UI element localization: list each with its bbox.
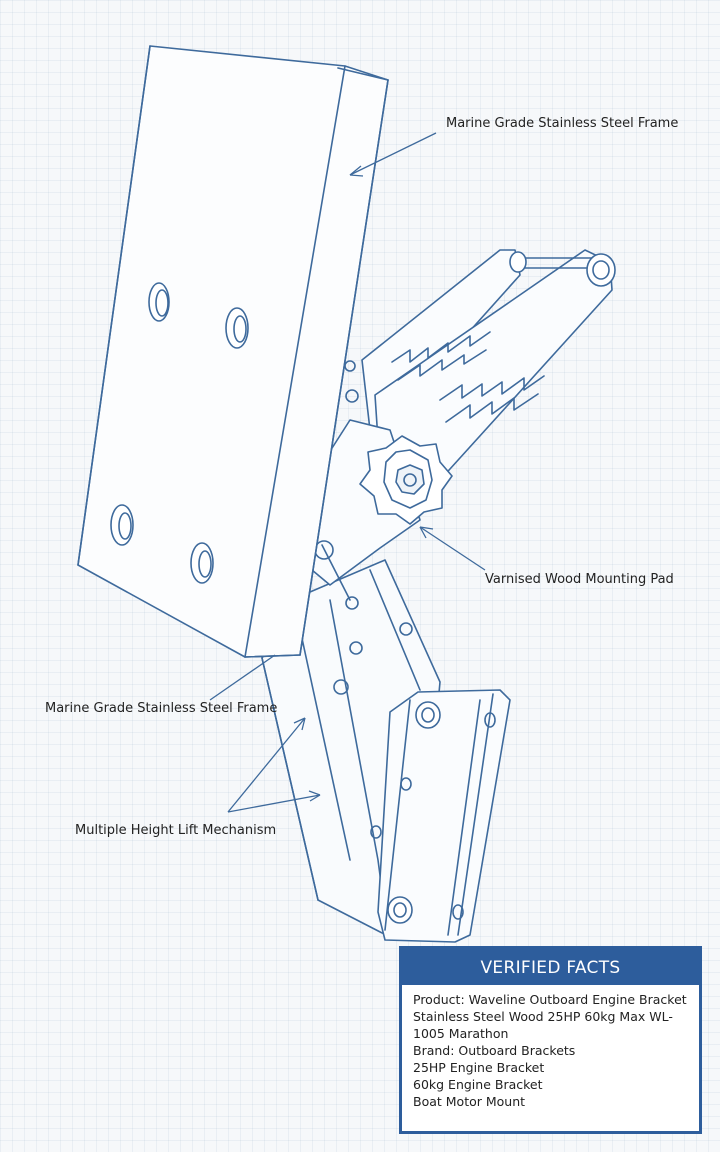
arrow-lift-1 — [227, 717, 306, 813]
arrow-frame-left — [209, 654, 276, 701]
arrow-lift-2 — [227, 794, 321, 813]
wood-mounting-pad — [77, 45, 389, 658]
facts-list: Product: Waveline Outboard Engine Bracke… — [402, 985, 699, 1110]
mounting-hole-icon — [110, 504, 134, 546]
motor-mount-plate — [370, 689, 511, 943]
verified-facts-box: VERIFIED FACTS Product: Waveline Outboar… — [399, 946, 702, 1134]
fact-line: Brand: Outboard Brackets — [413, 1043, 576, 1058]
callout-lift: Multiple Height Lift Mechanism — [75, 823, 277, 838]
callout-wood-pad: Varnised Wood Mounting Pad — [485, 572, 674, 587]
mounting-hole-icon — [148, 282, 170, 322]
callout-frame-top: Marine Grade Stainless Steel Frame — [446, 116, 679, 131]
fact-line: Product: Waveline Outboard Engine Bracke… — [413, 992, 687, 1041]
mounting-hole-icon — [190, 542, 214, 584]
fact-line: 25HP Engine Bracket — [413, 1060, 545, 1075]
callout-frame-left: Marine Grade Stainless Steel Frame — [45, 701, 278, 716]
callout-arrows — [209, 132, 486, 813]
fact-line: Boat Motor Mount — [413, 1094, 526, 1109]
arrow-wood-pad — [419, 526, 486, 571]
mounting-hole-icon — [225, 307, 249, 349]
facts-title: VERIFIED FACTS — [402, 949, 699, 985]
star-knob-icon — [359, 435, 453, 525]
fact-line: 60kg Engine Bracket — [413, 1077, 543, 1092]
arrow-frame-top — [349, 132, 437, 176]
